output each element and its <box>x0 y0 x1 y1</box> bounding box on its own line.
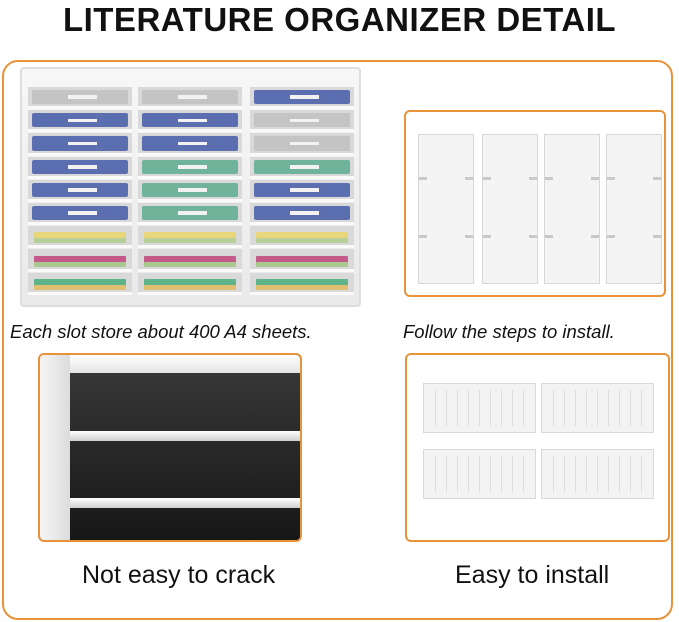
panel-sheet <box>418 134 474 284</box>
organizer-slot <box>28 87 132 110</box>
binder <box>32 113 128 128</box>
binder <box>254 206 350 221</box>
divider-panel <box>423 449 536 499</box>
binder <box>142 136 238 151</box>
organizer-slot <box>138 156 242 179</box>
organizer-slot <box>138 249 242 272</box>
organizer-slot <box>250 133 354 156</box>
binder <box>142 113 238 128</box>
divider-panel <box>541 383 654 433</box>
binder <box>32 159 128 174</box>
panel-sheet <box>544 134 600 284</box>
shelf-board <box>62 431 300 441</box>
binder <box>142 206 238 221</box>
organizer-slot <box>138 272 242 295</box>
panel-sheet <box>606 134 662 284</box>
binder <box>254 182 350 197</box>
shelves-closeup-photo <box>38 353 302 542</box>
paper-stack <box>256 261 348 267</box>
paper-stack <box>34 261 126 267</box>
organizer-slot <box>28 272 132 295</box>
paper-stack <box>34 238 126 244</box>
paper-stack <box>144 232 236 240</box>
page-title: LITERATURE ORGANIZER DETAIL <box>62 1 617 38</box>
paper-stack <box>34 284 126 290</box>
paper-stack <box>34 232 126 240</box>
organizer-slot <box>28 179 132 202</box>
organizer-slot <box>250 87 354 110</box>
panel-sheet <box>482 134 538 284</box>
organizer-slot <box>250 226 354 249</box>
paper-stack <box>256 255 348 263</box>
organizer-slot <box>28 110 132 133</box>
organizer-slot <box>250 249 354 272</box>
organizer-slot <box>250 272 354 295</box>
organizer-photo <box>20 67 361 307</box>
organizer-slot <box>138 226 242 249</box>
paper-stack <box>256 284 348 290</box>
paper-stack <box>144 238 236 244</box>
organizer-slot <box>138 110 242 133</box>
paper-stack <box>144 284 236 290</box>
organizer-slot <box>250 156 354 179</box>
binder <box>32 136 128 151</box>
paper-stack <box>34 278 126 286</box>
organizer-slot <box>250 110 354 133</box>
organizer-slot <box>250 203 354 226</box>
caption-easy-to-install: Easy to install <box>455 561 610 589</box>
binder <box>254 136 350 151</box>
organizer-slot <box>138 203 242 226</box>
binder <box>254 113 350 128</box>
caption-slot-capacity: Each slot store about 400 A4 sheets. <box>10 321 312 342</box>
organizer-slot <box>28 203 132 226</box>
organizer-slot <box>250 179 354 202</box>
binder <box>142 182 238 197</box>
paper-stack <box>144 278 236 286</box>
binder <box>32 182 128 197</box>
organizer-slot <box>138 133 242 156</box>
divider-panel <box>423 383 536 433</box>
binder <box>32 90 128 105</box>
organizer-slot <box>28 133 132 156</box>
paper-stack <box>256 278 348 286</box>
organizer-slot <box>28 156 132 179</box>
paper-stack <box>144 255 236 263</box>
dividers-photo <box>405 353 670 542</box>
paper-stack <box>256 238 348 244</box>
binder <box>142 159 238 174</box>
paper-stack <box>34 255 126 263</box>
binder <box>32 206 128 221</box>
detail-frame <box>2 60 673 620</box>
paper-stack <box>256 232 348 240</box>
paper-stack <box>144 261 236 267</box>
organizer-body <box>20 67 361 307</box>
caption-not-easy-to-crack: Not easy to crack <box>82 561 276 589</box>
organizer-slot <box>138 87 242 110</box>
organizer-slot <box>28 249 132 272</box>
caption-install-steps: Follow the steps to install. <box>403 321 615 342</box>
shelf-board <box>62 498 300 508</box>
binder <box>142 90 238 105</box>
organizer-slot <box>138 179 242 202</box>
panel-sheets-photo <box>404 110 666 297</box>
binder <box>254 159 350 174</box>
organizer-slot <box>28 226 132 249</box>
binder <box>254 90 350 105</box>
divider-panel <box>541 449 654 499</box>
